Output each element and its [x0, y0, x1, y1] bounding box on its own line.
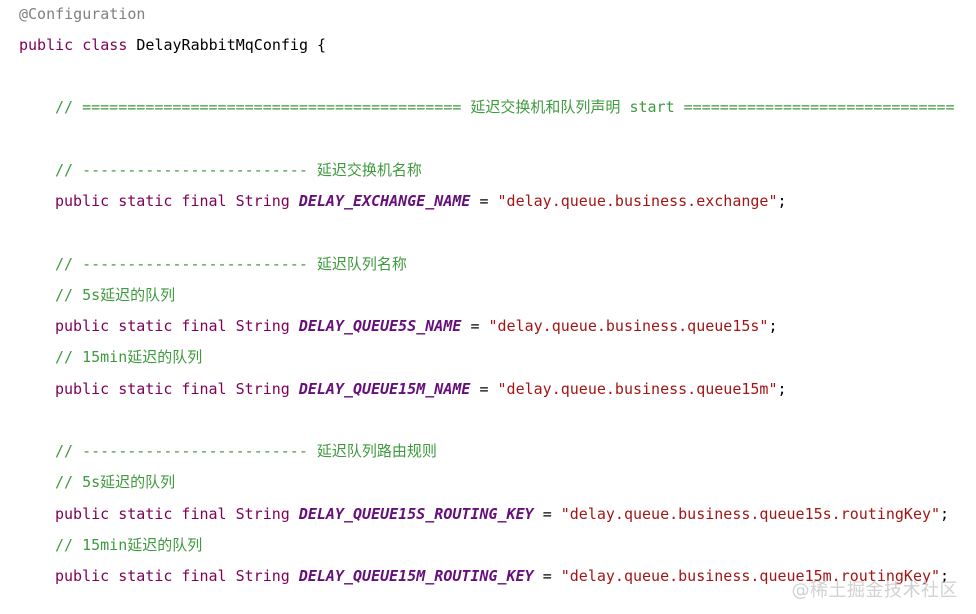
comment-text: // 15min延迟的队列: [55, 536, 203, 554]
code-line-routing15m-comment: // 15min延迟的队列: [0, 534, 976, 556]
code-line-queue5s-field: public static final String DELAY_QUEUE5S…: [0, 315, 976, 337]
code-line-annotation: @Configuration: [0, 3, 976, 25]
code-line-exchange-field: public static final String DELAY_EXCHANG…: [0, 190, 976, 212]
semicolon: ;: [940, 505, 950, 523]
code-line-queue-comment: // ------------------------- 延迟队列名称: [0, 253, 976, 275]
code-line-queue5s-comment: // 5s延迟的队列: [0, 284, 976, 306]
string-literal: "delay.queue.business.queue15m.routingKe…: [560, 567, 941, 585]
string-literal: "delay.queue.business.queue15s.routingKe…: [560, 505, 941, 523]
comment-prefix: // -------------------------: [55, 161, 308, 179]
semicolon: ;: [768, 317, 778, 335]
code-line-routing5s-comment: // 5s延迟的队列: [0, 471, 976, 493]
section-header-prefix: // =====================================…: [55, 98, 462, 116]
field-name: DELAY_QUEUE15M_ROUTING_KEY: [298, 567, 534, 585]
field-type: String: [235, 317, 290, 335]
string-literal: "delay.queue.business.queue15s": [488, 317, 769, 335]
code-line-routing5s-field: public static final String DELAY_QUEUE15…: [0, 503, 976, 525]
section-header-suffix: ==============================: [683, 98, 955, 116]
assign-operator: =: [470, 317, 480, 335]
comment-title: 延迟队列名称: [316, 255, 407, 273]
comment-prefix: // -------------------------: [55, 442, 308, 460]
field-name: DELAY_EXCHANGE_NAME: [298, 192, 471, 210]
semicolon: ;: [777, 380, 787, 398]
semicolon: ;: [940, 567, 950, 585]
keyword-public: public: [19, 36, 74, 54]
field-type: String: [235, 380, 290, 398]
comment-title: 延迟队列路由规则: [316, 442, 437, 460]
code-line-exchange-comment: // ------------------------- 延迟交换机名称: [0, 159, 976, 181]
field-type: String: [235, 505, 290, 523]
assign-operator: =: [479, 192, 489, 210]
field-name: DELAY_QUEUE15M_NAME: [298, 380, 471, 398]
code-line-section-header: // =====================================…: [0, 96, 976, 118]
field-modifiers: public static final: [55, 505, 227, 523]
site-watermark: @稀土掘金技术社区: [791, 580, 958, 601]
comment-text: // 15min延迟的队列: [55, 348, 203, 366]
assign-operator: =: [542, 505, 552, 523]
code-line-queue15m-comment: // 15min延迟的队列: [0, 346, 976, 368]
comment-title: 延迟交换机名称: [316, 161, 422, 179]
open-brace: {: [317, 36, 327, 54]
code-line-routing15m-field: public static final String DELAY_QUEUE15…: [0, 565, 976, 587]
string-literal: "delay.queue.business.queue15m": [497, 380, 778, 398]
code-line-queue15m-field: public static final String DELAY_QUEUE15…: [0, 378, 976, 400]
field-name: DELAY_QUEUE5S_NAME: [298, 317, 462, 335]
assign-operator: =: [479, 380, 489, 398]
assign-operator: =: [542, 567, 552, 585]
field-modifiers: public static final: [55, 380, 227, 398]
field-type: String: [235, 192, 290, 210]
section-header-title: 延迟交换机和队列声明 start: [470, 98, 675, 116]
comment-text: // 5s延迟的队列: [55, 473, 176, 491]
annotation-token: @Configuration: [19, 5, 146, 23]
code-line-class-declaration: public class DelayRabbitMqConfig {: [0, 34, 976, 56]
string-literal: "delay.queue.business.exchange": [497, 192, 778, 210]
class-name: DelayRabbitMqConfig: [136, 36, 308, 54]
field-modifiers: public static final: [55, 317, 227, 335]
field-type: String: [235, 567, 290, 585]
keyword-class: class: [82, 36, 128, 54]
field-modifiers: public static final: [55, 192, 227, 210]
code-line-routing-comment: // ------------------------- 延迟队列路由规则: [0, 440, 976, 462]
field-name: DELAY_QUEUE15S_ROUTING_KEY: [298, 505, 534, 523]
comment-prefix: // -------------------------: [55, 255, 308, 273]
semicolon: ;: [777, 192, 787, 210]
comment-text: // 5s延迟的队列: [55, 286, 176, 304]
field-modifiers: public static final: [55, 567, 227, 585]
